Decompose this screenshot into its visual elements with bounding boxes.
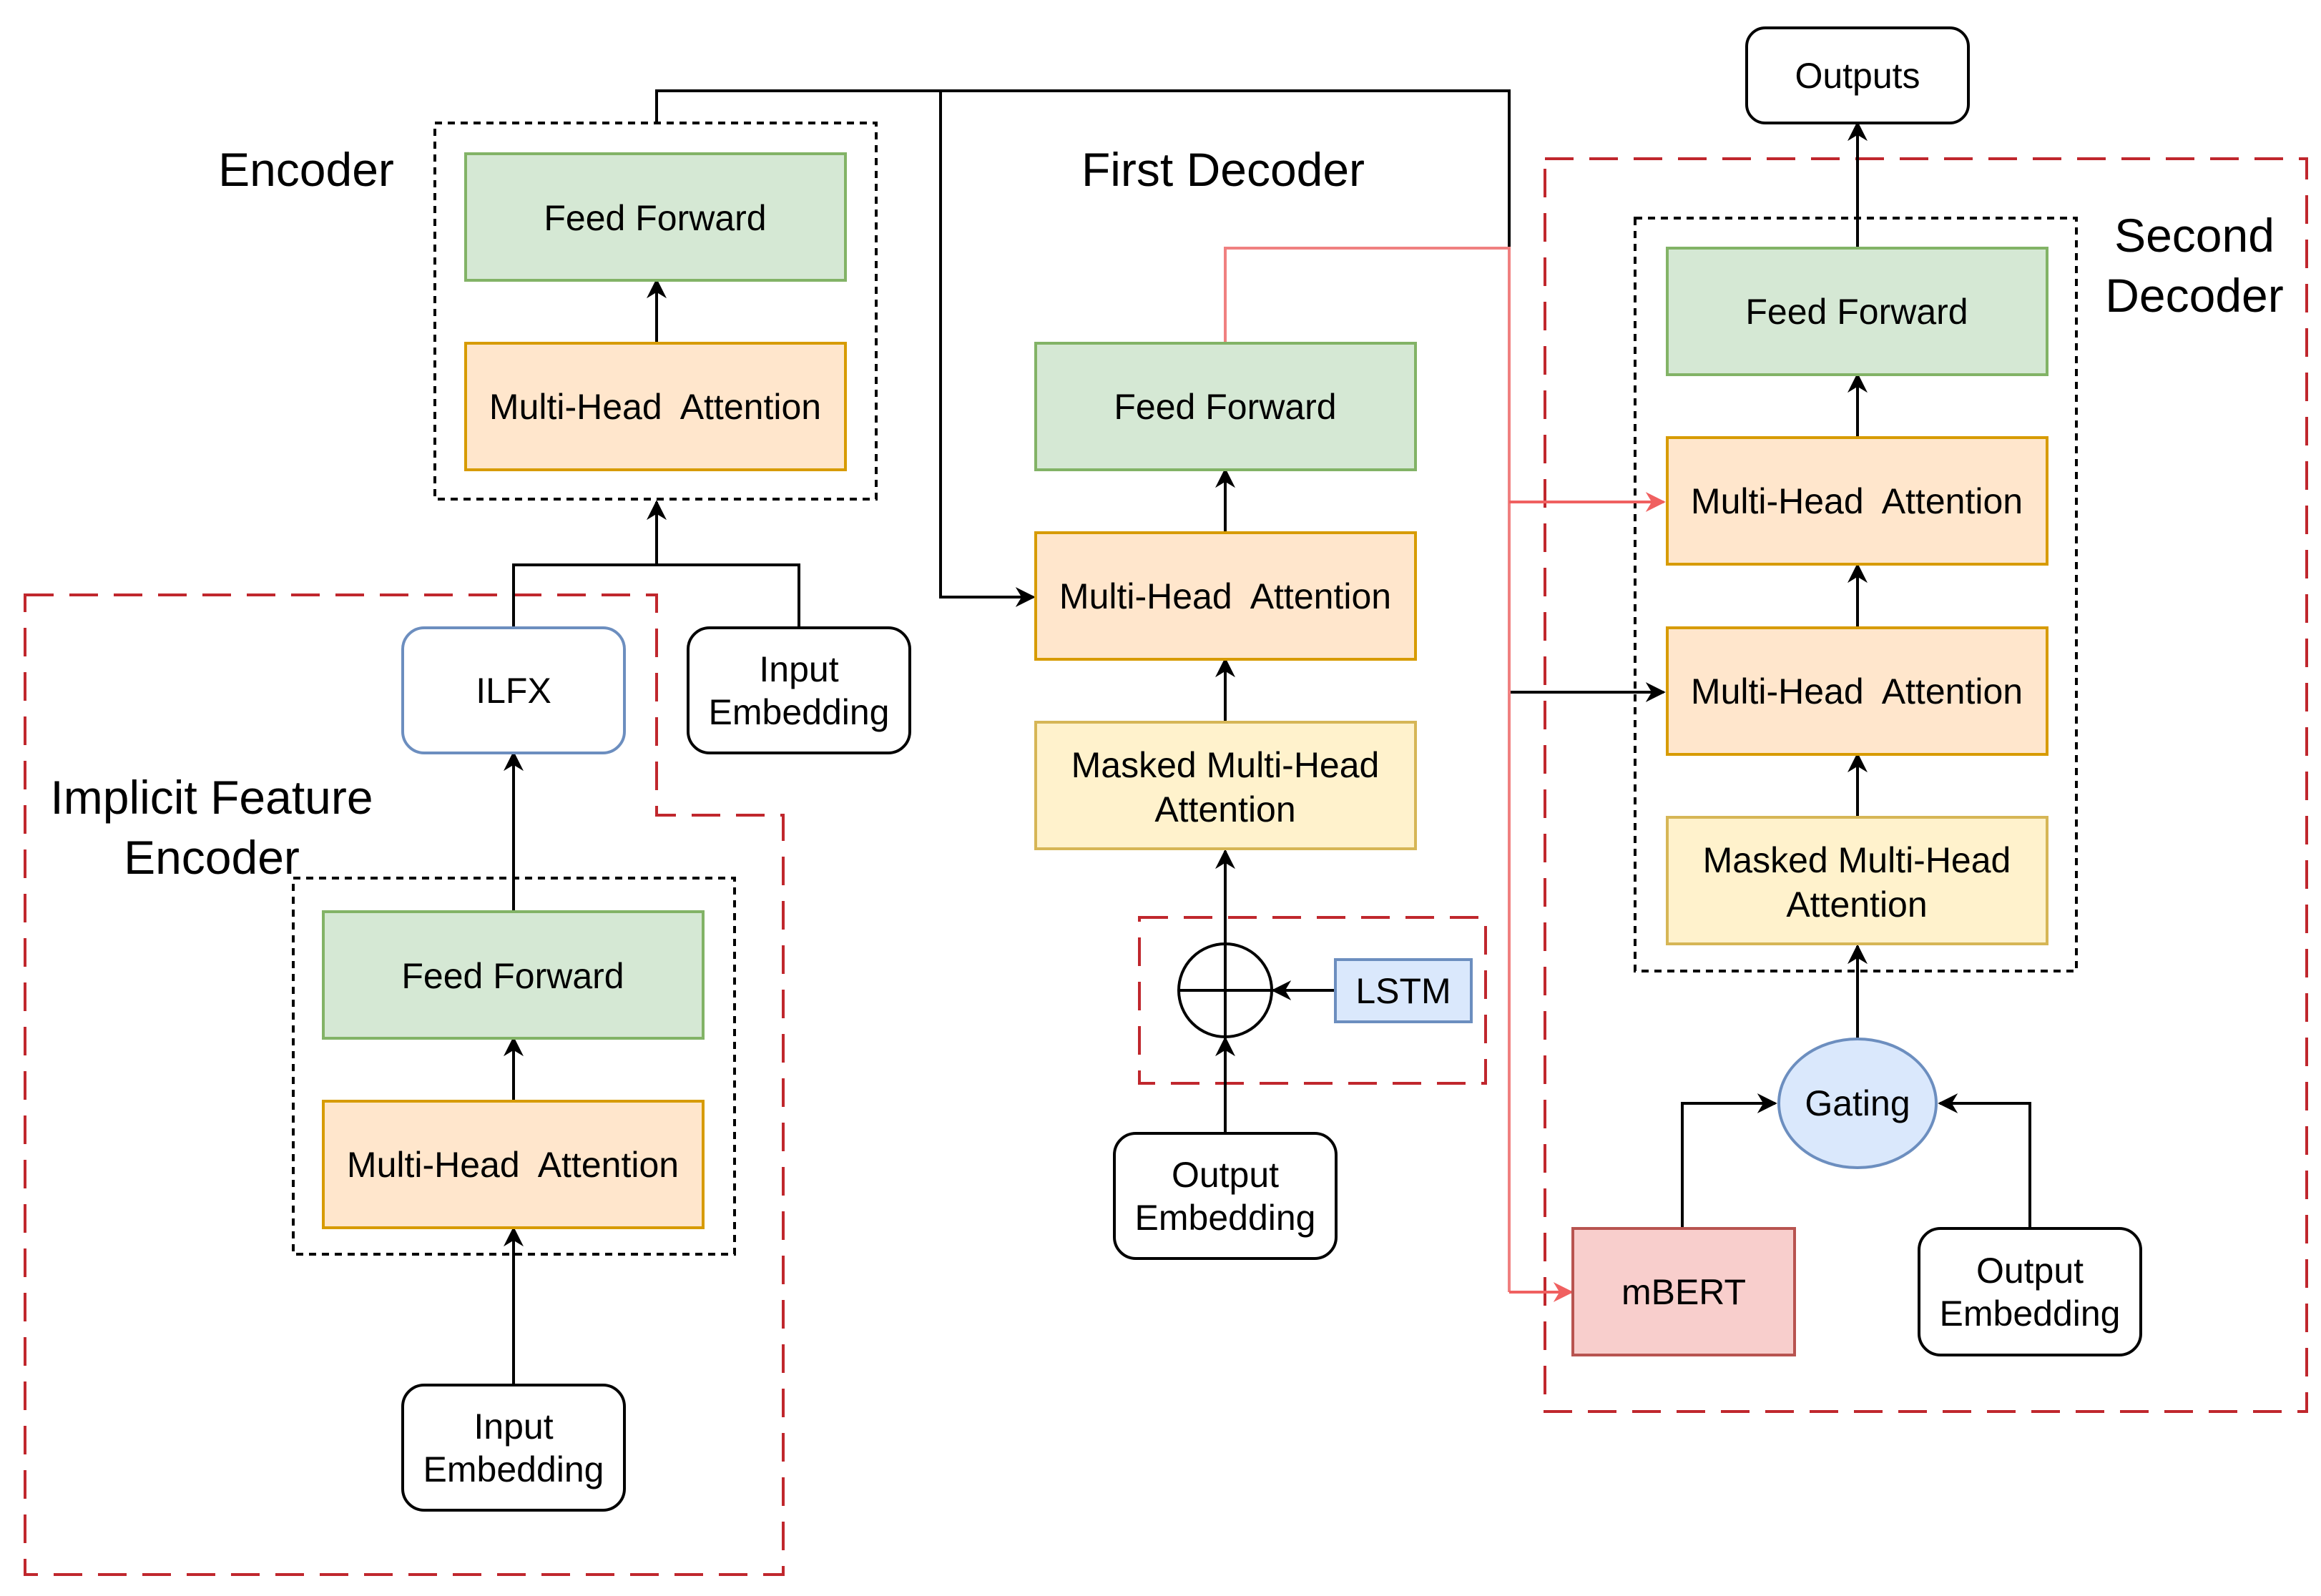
arrow-mbert-to-gating [1681, 1093, 1777, 1228]
implicit-attention-label: Multi-Head Attention [347, 1145, 679, 1185]
outputs-box: Outputs [1745, 26, 1970, 124]
second-decoder-title-line2: Decoder [2105, 269, 2283, 322]
second-decoder-title-line1: Second [2114, 209, 2275, 262]
mbert-box: mBERT [1571, 1227, 1796, 1356]
encoder-attention-label: Multi-Head Attention [489, 387, 821, 427]
gating-label: Gating [1805, 1083, 1910, 1123]
second-decoder-output-embedding-line2: Embedding [1940, 1294, 2121, 1334]
first-decoder-masked-line1: Masked Multi-Head [1071, 745, 1380, 785]
first-decoder-title: First Decoder [1081, 143, 1365, 196]
arrow-encoder-to-first-decoder-attention [939, 91, 1036, 607]
first-decoder-feed-forward: Feed Forward [1034, 342, 1417, 471]
first-decoder-output-embedding-line1: Output [1172, 1155, 1279, 1195]
lstm-label: LSTM [1355, 971, 1451, 1011]
mbert-label: mBERT [1621, 1272, 1746, 1312]
second-decoder-feed-forward-label: Feed Forward [1745, 292, 1968, 332]
implicit-encoder-title-line2: Encoder [124, 831, 300, 884]
encoder-input-embedding-line1: Input [759, 649, 838, 689]
outputs-label: Outputs [1795, 56, 1920, 96]
encoder-input-embedding: Input Embedding [687, 626, 911, 754]
first-decoder-masked-attention: Masked Multi-Head Attention [1034, 721, 1417, 850]
encoder-feed-forward-label: Feed Forward [544, 198, 766, 238]
second-decoder-output-embedding: Output Embedding [1918, 1227, 2142, 1356]
ilfx-label: ILFX [476, 671, 551, 711]
second-decoder-masked-attention: Masked Multi-Head Attention [1666, 816, 2048, 945]
encoder-attention: Multi-Head Attention [464, 342, 847, 471]
encoder-input-embedding-line2: Embedding [709, 692, 890, 732]
second-decoder-upper-attention-label: Multi-Head Attention [1691, 481, 2023, 521]
second-decoder-masked-line2: Attention [1786, 885, 1927, 925]
implicit-input-embedding-line2: Embedding [423, 1449, 604, 1489]
first-decoder-output-embedding: Output Embedding [1113, 1132, 1338, 1260]
second-decoder-inner-border [1634, 217, 2078, 972]
ilfx-box: ILFX [401, 626, 626, 754]
encoder-feed-forward: Feed Forward [464, 152, 847, 282]
second-decoder-red-border [1544, 157, 2308, 1413]
implicit-input-embedding-line1: Input [473, 1407, 553, 1447]
implicit-encoder-red-border [24, 593, 785, 1576]
implicit-attention: Multi-Head Attention [322, 1100, 705, 1229]
red-line-first-decoder-output [1224, 247, 1511, 1292]
first-decoder-feed-forward-label: Feed Forward [1114, 387, 1336, 427]
first-decoder-attention-label: Multi-Head Attention [1059, 576, 1391, 616]
second-decoder-feed-forward: Feed Forward [1666, 247, 2048, 376]
arrow-output-embedding-to-gating [1938, 1093, 2031, 1228]
implicit-feed-forward: Feed Forward [322, 910, 705, 1040]
sum-operator-icon [1177, 942, 1273, 1038]
lstm-box: LSTM [1334, 958, 1473, 1023]
implicit-input-embedding: Input Embedding [401, 1384, 626, 1512]
encoder-title: Encoder [218, 143, 394, 196]
implicit-feed-forward-label: Feed Forward [401, 956, 624, 996]
second-decoder-output-embedding-line1: Output [1976, 1251, 2084, 1291]
first-decoder-attention: Multi-Head Attention [1034, 531, 1417, 661]
first-decoder-masked-line2: Attention [1154, 789, 1295, 829]
second-decoder-upper-attention: Multi-Head Attention [1666, 436, 2048, 566]
second-decoder-lower-attention-label: Multi-Head Attention [1691, 671, 2023, 711]
lstm-group-red-border [1138, 916, 1487, 1085]
first-decoder-output-embedding-line2: Embedding [1135, 1198, 1316, 1238]
second-decoder-masked-line1: Masked Multi-Head [1703, 840, 2011, 880]
second-decoder-lower-attention: Multi-Head Attention [1666, 626, 2048, 756]
gating-node: Gating [1777, 1038, 1938, 1169]
implicit-encoder-title-line1: Implicit Feature [50, 771, 373, 824]
